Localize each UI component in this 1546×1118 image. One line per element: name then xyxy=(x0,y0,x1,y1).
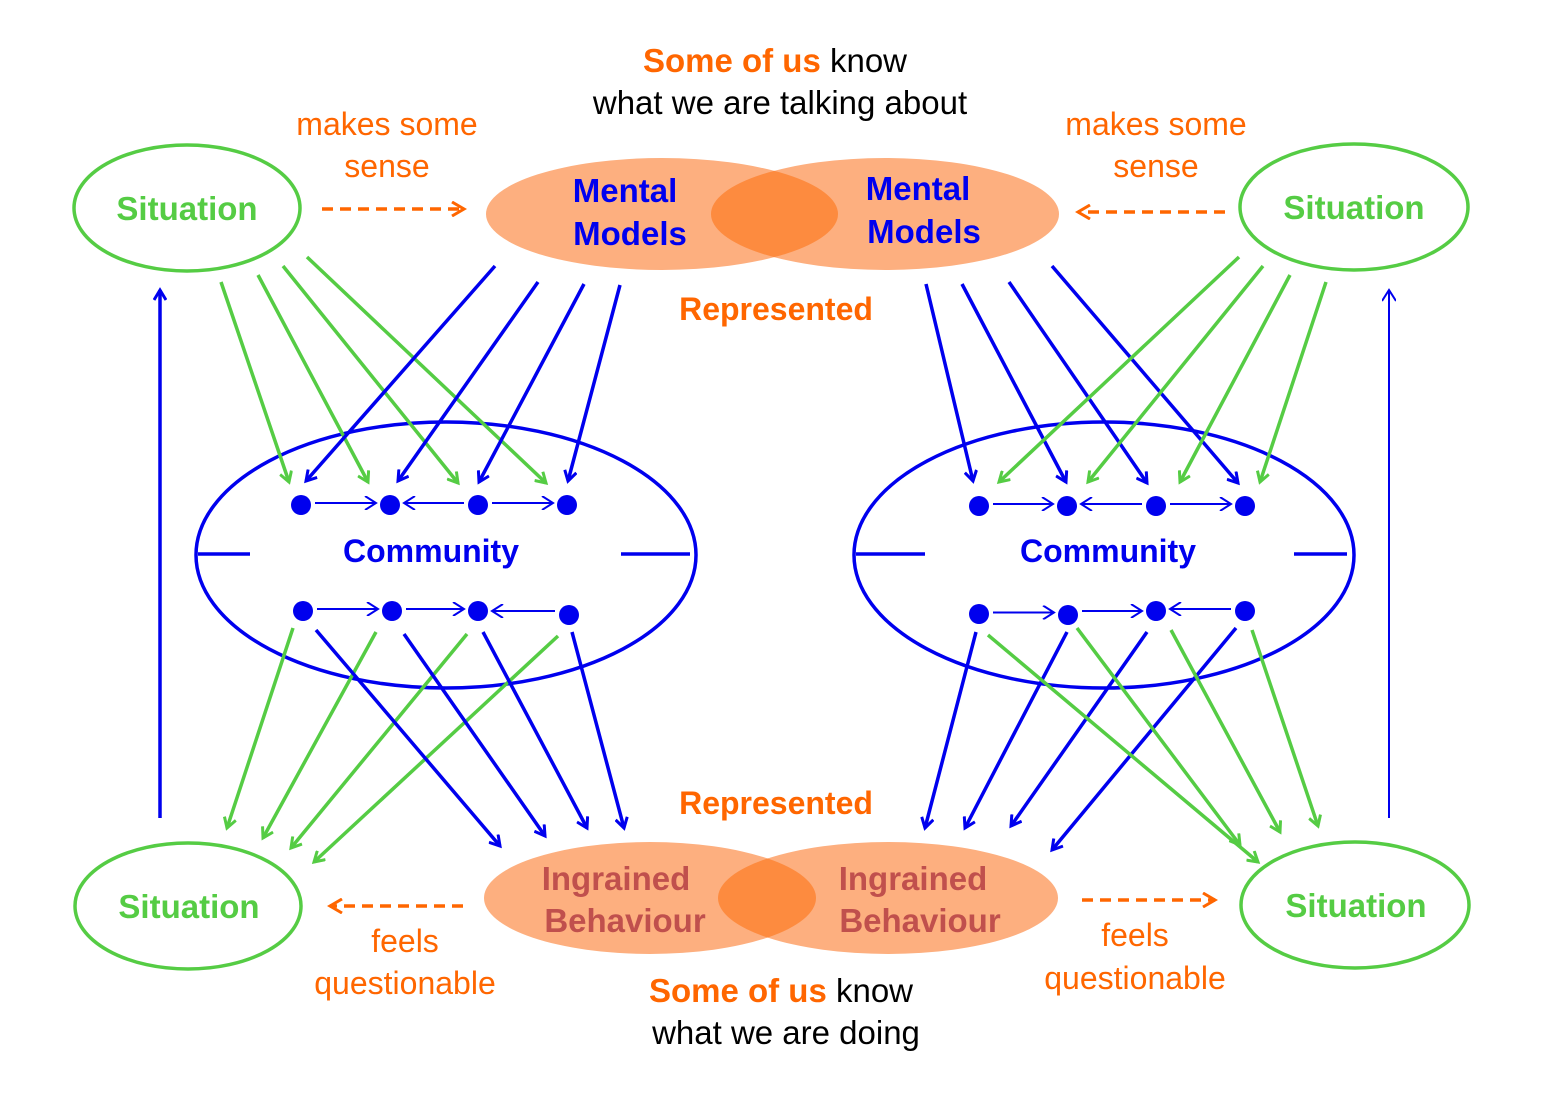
situation-to-member-right-4 xyxy=(1260,281,1328,482)
mental-model-to-member-right-1 xyxy=(924,283,973,481)
community-right-member-top-1 xyxy=(969,496,989,516)
member-to-situation-right-4 xyxy=(1250,629,1318,826)
bottom-caption-line2: what we are doing xyxy=(651,1014,920,1051)
mental-model-to-member-right-3 xyxy=(1007,281,1147,483)
community-left-member-top-2 xyxy=(380,495,400,515)
community-left-member-bot-1 xyxy=(293,601,313,621)
top-caption-emphasis: Some of us xyxy=(643,42,821,79)
makes-sense-left-line1: makes some xyxy=(296,106,477,142)
member-to-behaviour-right-2 xyxy=(965,631,1069,828)
situation-to-member-left-2 xyxy=(256,274,368,482)
situation-to-member-left-3 xyxy=(281,264,458,483)
ingrained-behaviour-right-line2: Behaviour xyxy=(839,902,1001,939)
member-to-situation-right-1 xyxy=(986,633,1258,862)
community-left-member-top-3 xyxy=(468,495,488,515)
feels-questionable-left-line1: feels xyxy=(371,923,439,959)
community-right-member-bot-2 xyxy=(1058,605,1078,625)
situation-bottom-left-ellipse xyxy=(73,841,303,971)
makes-sense-right-line1: makes some xyxy=(1065,106,1246,142)
community-left-ellipse xyxy=(194,420,698,690)
top-caption-line1: Some of us know xyxy=(643,42,907,79)
mental-models-overlap xyxy=(711,158,838,270)
situation-top-left-label: Situation xyxy=(116,190,257,227)
mental-model-to-member-right-2 xyxy=(960,283,1066,482)
member-to-behaviour-left-1 xyxy=(314,628,500,846)
member-to-situation-right-3 xyxy=(1169,629,1280,832)
member-to-situation-left-2 xyxy=(263,631,378,838)
community-right-member-top-4 xyxy=(1235,496,1255,516)
mental-model-to-member-left-4 xyxy=(568,284,622,481)
represented-bottom-label: Represented xyxy=(679,785,873,821)
bottom-caption-rest: know xyxy=(827,972,913,1009)
situation-bottom-left-label: Situation xyxy=(118,888,259,925)
mental-models-right-line2: Models xyxy=(867,213,981,250)
community-left-member-bot-4 xyxy=(559,605,579,625)
member-to-behaviour-left-2 xyxy=(402,632,545,836)
community-left-member-top-4 xyxy=(557,495,577,515)
mental-models-left-line1: Mental xyxy=(573,172,678,209)
community-left-member-bot-3 xyxy=(468,601,488,621)
situation-bottom-right-label: Situation xyxy=(1285,887,1426,924)
situation-top-left-ellipse xyxy=(72,143,302,273)
makes-sense-left-line2: sense xyxy=(344,148,429,184)
ingrained-behaviour-left-line2: Behaviour xyxy=(544,902,706,939)
feels-questionable-right-line2: questionable xyxy=(1044,960,1225,996)
community-right-member-bot-4 xyxy=(1235,601,1255,621)
feels-questionable-left-line2: questionable xyxy=(314,965,495,1001)
ingrained-behaviour-venn: Ingrained Behaviour Ingrained Behaviour xyxy=(484,842,1058,954)
community-left-member-bot-2 xyxy=(382,601,402,621)
community-right-member-top-3 xyxy=(1146,496,1166,516)
mental-model-to-member-right-4 xyxy=(1050,264,1238,483)
mental-model-to-member-left-3 xyxy=(479,283,586,482)
ingrained-behaviour-right-blob xyxy=(718,842,1058,954)
community-left-label: Community xyxy=(343,533,519,569)
situation-to-member-right-1 xyxy=(999,255,1241,482)
situation-top-right-label: Situation xyxy=(1283,189,1424,226)
situation-to-member-right-2 xyxy=(1088,264,1265,482)
ingrained-behaviour-right-line1: Ingrained xyxy=(839,860,988,897)
member-links xyxy=(315,503,1231,613)
ingrained-behaviour-left-line1: Ingrained xyxy=(542,860,691,897)
member-to-situation-right-2 xyxy=(1075,626,1240,845)
member-to-situation-left-1 xyxy=(227,627,295,828)
situation-bottom-right-ellipse xyxy=(1239,840,1471,970)
feels-questionable-right-line1: feels xyxy=(1101,917,1169,953)
ingrained-behaviour-left-blob xyxy=(484,842,816,954)
community-right-member-top-2 xyxy=(1057,496,1077,516)
community-right: Community xyxy=(852,420,1356,690)
makes-sense-right-line2: sense xyxy=(1113,148,1198,184)
represented-top-label: Represented xyxy=(679,291,873,327)
community-right-member-bot-1 xyxy=(969,604,989,624)
top-caption-line2: what we are talking about xyxy=(592,84,967,121)
member-to-situation-left-4 xyxy=(314,634,560,862)
situation-to-member-left-1 xyxy=(219,281,289,482)
community-left: Community xyxy=(194,420,698,690)
mental-model-to-member-left-2 xyxy=(398,280,540,481)
community-members xyxy=(291,495,1255,625)
situation-top-right-ellipse xyxy=(1238,142,1470,272)
mental-models-left-line2: Models xyxy=(573,215,687,252)
situation-to-member-right-3 xyxy=(1180,274,1292,482)
member-to-situation-left-3 xyxy=(291,632,469,848)
influence-arrows xyxy=(219,255,1328,862)
member-to-behaviour-left-4 xyxy=(570,631,624,828)
bottom-caption-line1: Some of us know xyxy=(649,972,913,1009)
mental-models-venn: Mental Models Mental Models xyxy=(486,158,1059,270)
member-to-behaviour-right-4 xyxy=(1052,626,1238,850)
member-to-behaviour-right-3 xyxy=(1011,630,1149,826)
community-right-label: Community xyxy=(1020,533,1196,569)
mental-model-to-member-left-1 xyxy=(306,264,497,481)
member-to-behaviour-right-1 xyxy=(925,631,978,828)
top-caption-rest: know xyxy=(821,42,907,79)
community-right-member-bot-3 xyxy=(1146,601,1166,621)
member-to-behaviour-left-3 xyxy=(481,631,587,828)
bottom-caption-emphasis: Some of us xyxy=(649,972,827,1009)
situation-to-member-left-4 xyxy=(305,255,546,483)
mental-models-right-line1: Mental xyxy=(866,170,971,207)
community-left-member-top-1 xyxy=(291,495,311,515)
